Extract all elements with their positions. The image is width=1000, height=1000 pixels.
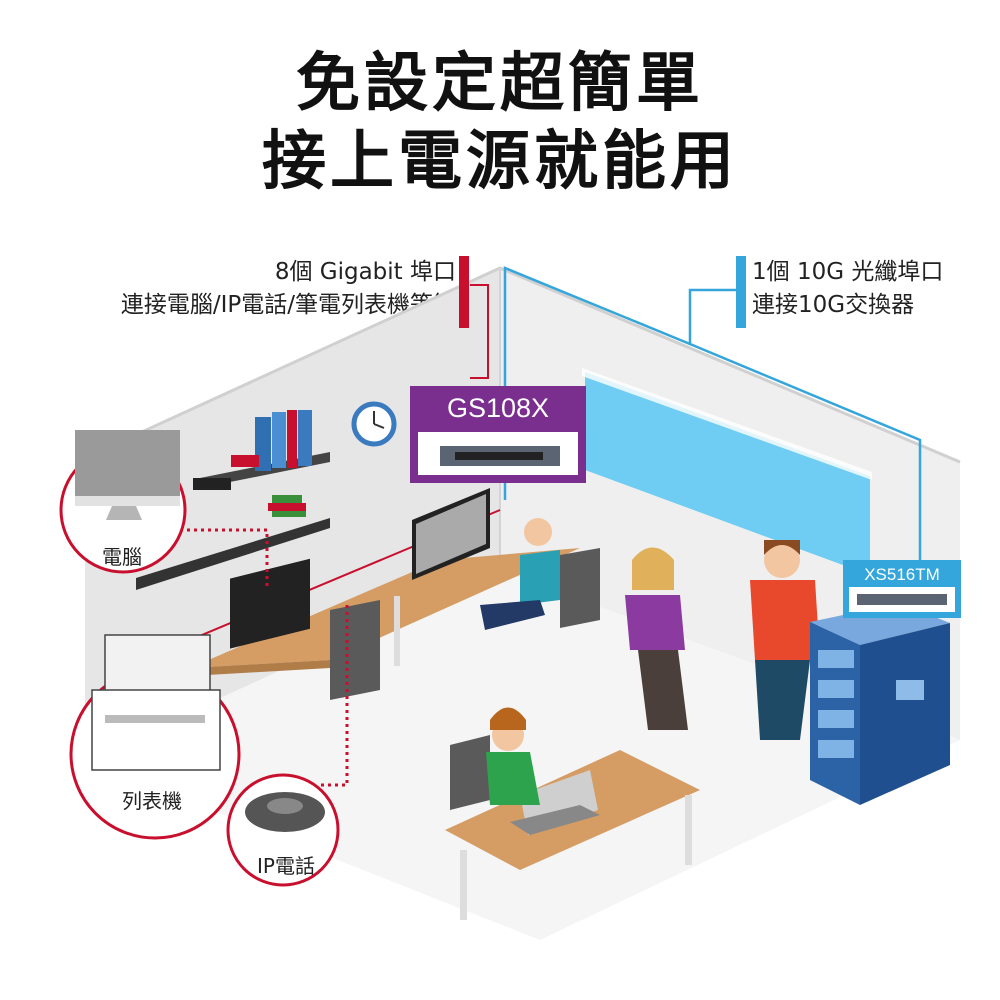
fiber-port-note-line-1: 1個 10G 光纖埠口 bbox=[752, 259, 944, 285]
person-standing-orange bbox=[750, 540, 820, 740]
gigabit-cable bbox=[470, 284, 489, 379]
gs108x-callout bbox=[410, 386, 586, 483]
computer-cable bbox=[180, 528, 269, 590]
right-note-marker bbox=[736, 256, 746, 328]
gigabit-port-note-line-1: 8個 Gigabit 埠口 bbox=[274, 259, 456, 285]
printer-label: 列表機 bbox=[122, 789, 182, 813]
headline-line-1: 免設定超簡單 bbox=[296, 47, 704, 121]
printer-bubble bbox=[69, 634, 241, 840]
computer-label: 電腦 bbox=[102, 545, 142, 569]
monitor-back-right bbox=[412, 488, 490, 580]
office-chairs bbox=[330, 548, 600, 810]
wall-shelves bbox=[136, 410, 330, 590]
headline-line-2: 接上電源就能用 bbox=[262, 125, 738, 199]
fiber-port-note-line-2: 連接10G交換器 bbox=[752, 292, 915, 318]
left-note-marker bbox=[459, 256, 469, 328]
person-standing-purple bbox=[625, 547, 688, 730]
window-sill bbox=[582, 368, 872, 480]
ip-phone-bubble bbox=[226, 773, 340, 887]
computer-bubble bbox=[59, 430, 187, 574]
gs108x-model-label: GS108X bbox=[446, 393, 550, 423]
monitor-back-left bbox=[230, 558, 310, 649]
server-rack bbox=[810, 603, 950, 805]
laptop bbox=[510, 770, 600, 835]
person-seated-blue bbox=[480, 518, 560, 630]
window bbox=[585, 372, 870, 575]
ip-phone-label: IP電話 bbox=[257, 854, 315, 878]
fiber-port-note: 1個 10G 光纖埠口 連接10G交換器 bbox=[752, 256, 943, 322]
xs516tm-callout bbox=[843, 560, 961, 618]
wall-clock bbox=[351, 401, 397, 447]
fiber-cable-wall bbox=[689, 342, 922, 560]
person-seated-green bbox=[486, 707, 540, 805]
xs516tm-model-label: XS516TM bbox=[864, 565, 940, 584]
